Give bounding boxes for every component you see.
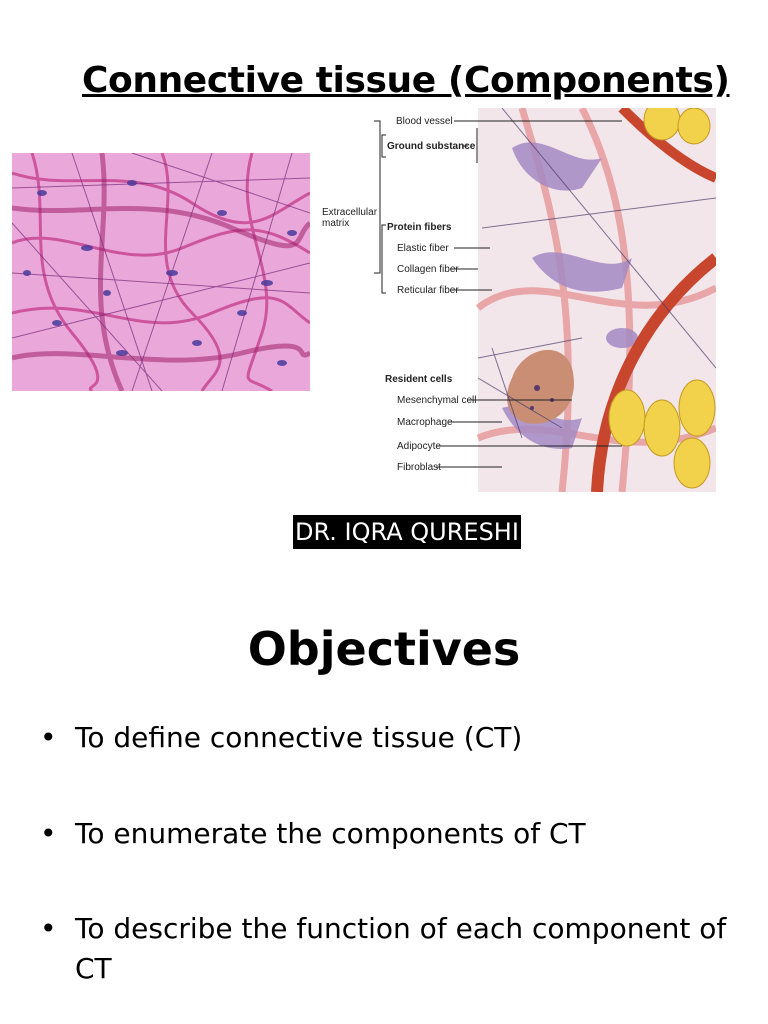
objective-text: To define connective tissue (CT) — [75, 721, 523, 754]
label-blood-vessel: Blood vessel — [396, 116, 453, 127]
label-macrophage: Macrophage — [397, 417, 453, 428]
label-extracellular-matrix: Extracellular matrix — [322, 207, 378, 229]
list-item: • To enumerate the components of CT — [40, 814, 740, 854]
objective-text: To describe the function of each compone… — [75, 912, 727, 985]
label-protein-fibers: Protein fibers — [387, 222, 452, 233]
bullet-icon: • — [40, 817, 57, 850]
label-fibroblast: Fibroblast — [397, 462, 441, 473]
connective-tissue-diagram: Blood vessel Ground substance Extracellu… — [322, 108, 716, 492]
connective-tissue-micrograph — [12, 153, 310, 391]
label-adipocyte: Adipocyte — [397, 441, 441, 452]
label-resident-cells: Resident cells — [385, 374, 453, 385]
objectives-heading: Objectives — [247, 622, 521, 676]
objective-text: To enumerate the components of CT — [75, 817, 586, 850]
list-item: • To describe the function of each compo… — [40, 909, 740, 989]
label-elastic-fiber: Elastic fiber — [397, 243, 449, 254]
label-ground-substance: Ground substance — [387, 141, 476, 152]
bullet-icon: • — [40, 912, 57, 945]
slide-title: Connective tissue (Components) — [82, 60, 730, 101]
list-item: • To define connective tissue (CT) — [40, 718, 740, 758]
label-collagen-fiber: Collagen fiber — [397, 264, 459, 275]
label-reticular-fiber: Reticular fiber — [397, 285, 459, 296]
label-mesenchymal-cell: Mesenchymal cell — [397, 395, 477, 406]
author-name: DR. IQRA QURESHI — [293, 515, 521, 549]
bullet-icon: • — [40, 721, 57, 754]
